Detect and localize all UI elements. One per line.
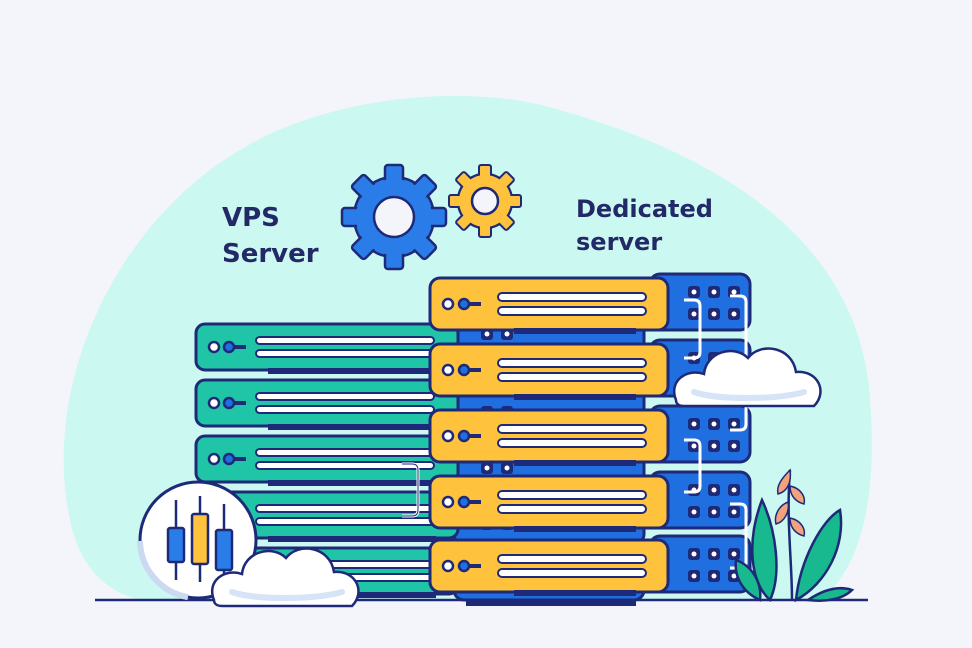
vps-label-line2: Server — [222, 239, 319, 269]
dedicated-server-stack — [430, 274, 750, 596]
dedicated-server-unit — [430, 536, 750, 596]
dedicated-label-line2: server — [576, 228, 662, 256]
dedicated-label-line1: Dedicated — [576, 195, 713, 223]
dedicated-server-unit — [430, 274, 750, 334]
plant-icon — [734, 468, 855, 603]
gear-icon — [448, 164, 522, 238]
candlestick-chart-icon — [137, 479, 259, 601]
dedicated-server-unit — [430, 472, 750, 532]
dedicated-server-unit — [430, 406, 750, 466]
vps-label-line1: VPS — [222, 203, 280, 233]
vps-server-stack — [196, 318, 644, 606]
gear-icon — [340, 163, 448, 271]
